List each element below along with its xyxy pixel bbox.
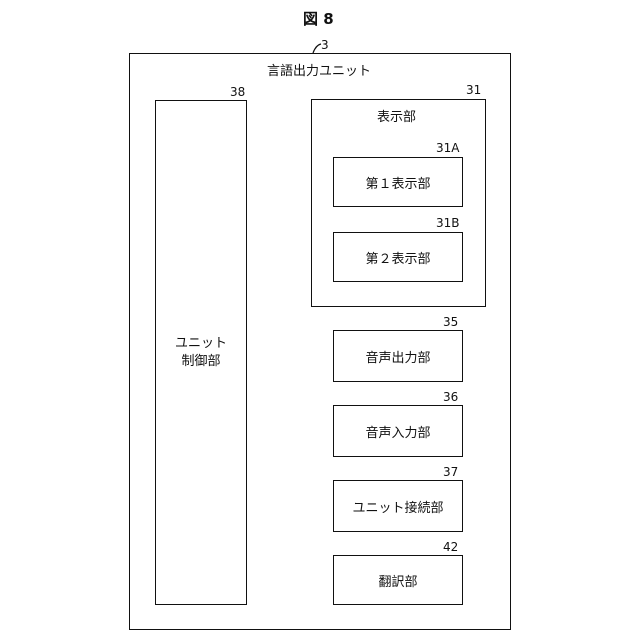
translation-ref: 42: [443, 540, 458, 554]
audio-input-label: 音声入力部: [365, 422, 430, 441]
display-unit-label: 表示部: [377, 106, 416, 125]
figure-title: 図 8: [303, 8, 334, 29]
language-output-unit-label: 言語出力ユニット: [267, 60, 371, 79]
unit-connection-label: ユニット接続部: [352, 497, 443, 516]
unit-control-ref: 38: [230, 85, 245, 99]
unit-control-box: ユニット 制御部: [155, 100, 247, 605]
audio-output-box: 音声出力部: [333, 330, 463, 382]
language-output-unit-ref: 3: [321, 38, 329, 52]
translation-box: 翻訳部: [333, 555, 463, 605]
unit-connection-box: ユニット接続部: [333, 480, 463, 532]
audio-input-ref: 36: [443, 390, 458, 404]
second-display-label: 第２表示部: [365, 248, 430, 267]
unit-control-label-line2: 制御部: [181, 353, 220, 371]
first-display-ref: 31A: [436, 141, 459, 155]
first-display-box: 第１表示部: [333, 157, 463, 207]
audio-input-box: 音声入力部: [333, 405, 463, 457]
first-display-label: 第１表示部: [365, 173, 430, 192]
display-unit-ref: 31: [466, 83, 481, 97]
unit-connection-ref: 37: [443, 465, 458, 479]
translation-label: 翻訳部: [378, 571, 417, 590]
unit-control-label-line1: ユニット: [175, 335, 227, 353]
second-display-ref: 31B: [436, 216, 460, 230]
leader-tick-3: [313, 44, 321, 53]
audio-output-label: 音声出力部: [365, 347, 430, 366]
second-display-box: 第２表示部: [333, 232, 463, 282]
audio-output-ref: 35: [443, 315, 458, 329]
